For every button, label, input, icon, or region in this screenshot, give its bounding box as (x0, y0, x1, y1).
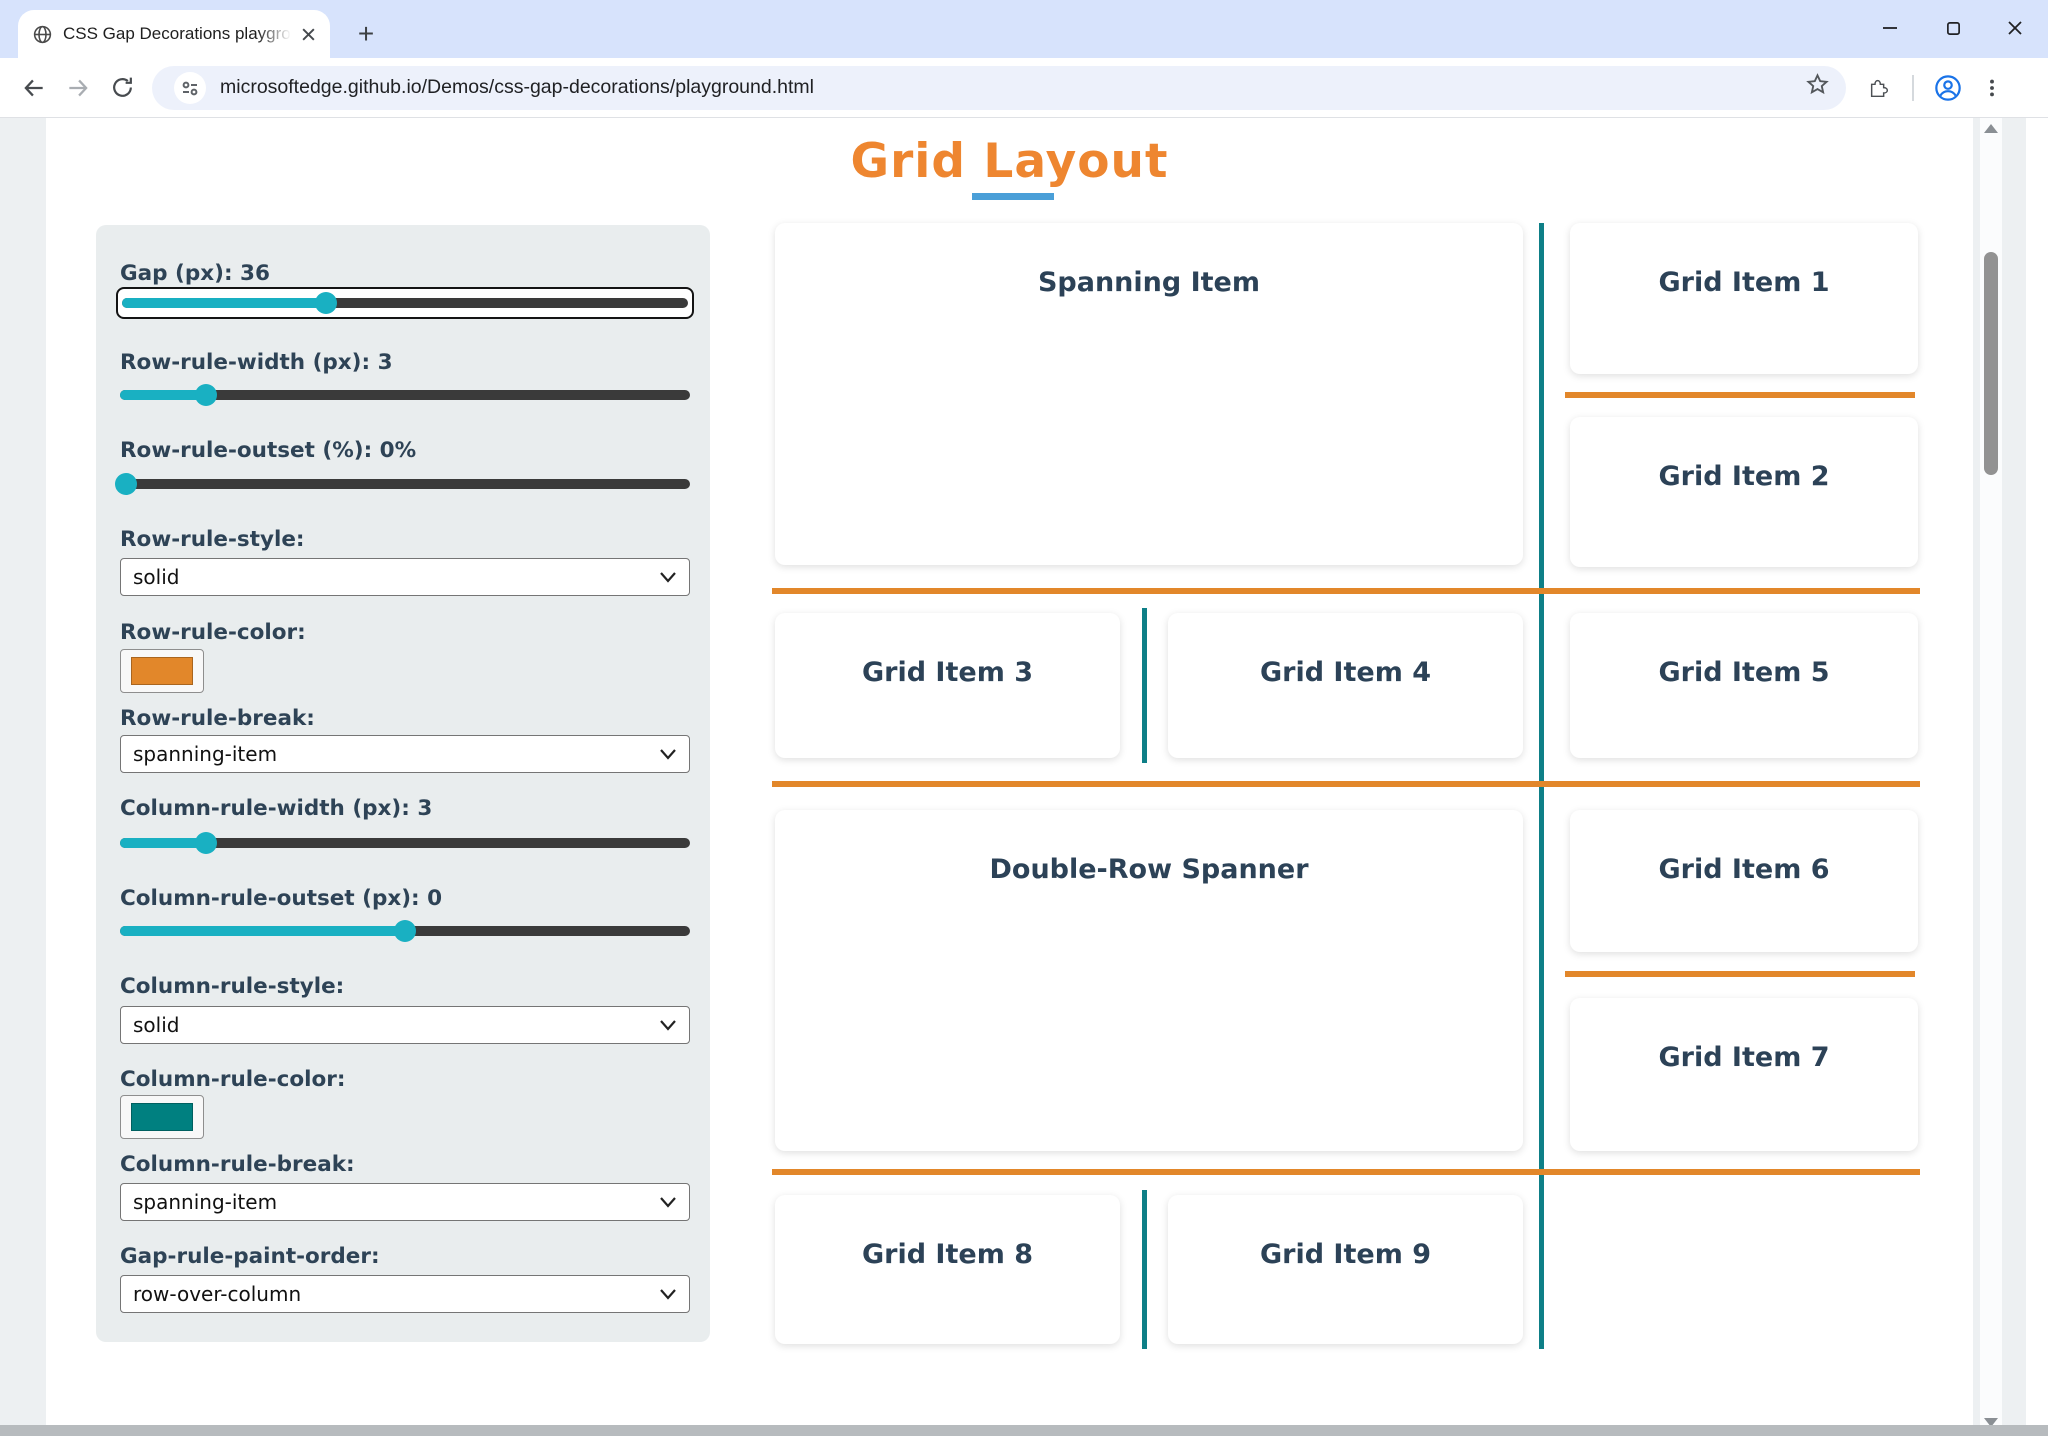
column-rule-break-select-label: Column-rule-break: (120, 1152, 355, 1177)
column-rule-outset-slider-thumb[interactable] (394, 920, 416, 942)
column-rule-color-picker[interactable] (120, 1095, 204, 1139)
grid-card-3: Grid Item 3 (775, 613, 1120, 758)
column-rule-style-select[interactable]: solid (120, 1006, 690, 1044)
forward-button[interactable] (56, 66, 100, 110)
bookmark-star-icon[interactable] (1805, 72, 1830, 97)
column-rule-style-select-value: solid (133, 1013, 180, 1037)
toolbar-divider (1912, 74, 1914, 101)
grid-card-7: Grid Item 7 (1570, 998, 1918, 1151)
window-close-button[interactable] (1993, 8, 2037, 48)
row-rule-col3-b (1565, 971, 1915, 977)
url-text: microsoftedge.github.io/Demos/css-gap-de… (220, 76, 814, 98)
window-bottom-edge (0, 1425, 2048, 1436)
column-rule-outset-slider-label: Column-rule-outset (px): 0 (120, 886, 443, 911)
address-bar[interactable]: microsoftedge.github.io/Demos/css-gap-de… (152, 65, 1846, 110)
column-rule-width-slider-label: Column-rule-width (px): 3 (120, 796, 433, 821)
tab-title: CSS Gap Decorations playground (63, 24, 291, 43)
browser-menu-icon[interactable] (1970, 66, 2014, 110)
column-rule-break-select-value: spanning-item (133, 1190, 278, 1214)
profile-avatar[interactable] (1926, 66, 1970, 110)
column-rule-width-slider[interactable] (120, 832, 690, 854)
row-rule-color-picker-label: Row-rule-color: (120, 620, 306, 645)
gap-rule-paint-order-select-value: row-over-column (133, 1282, 302, 1306)
gap-slider-focus-ring (116, 287, 694, 319)
grid-card-8: Grid Item 8 (775, 1195, 1120, 1344)
grid-card-double-row-spanner: Double-Row Spanner (775, 810, 1523, 1151)
gap-rule-paint-order-select[interactable]: row-over-column (120, 1275, 690, 1313)
window-maximize-button[interactable] (1931, 8, 1975, 48)
grid-card-4: Grid Item 4 (1168, 613, 1523, 758)
grid-card-5: Grid Item 5 (1570, 613, 1918, 758)
row-rule-outset-slider[interactable] (114, 473, 690, 495)
scrollbar-thumb[interactable] (1984, 252, 1998, 475)
grid-card-9: Grid Item 9 (1168, 1195, 1523, 1344)
gap-slider-thumb[interactable] (314, 292, 337, 314)
row-rule-style-select-value: solid (133, 565, 180, 589)
column-rule-style-select-label: Column-rule-style: (120, 974, 345, 999)
row-rule-break-select-label: Row-rule-break: (120, 706, 315, 731)
browser-tab[interactable]: CSS Gap Decorations playground (18, 10, 330, 58)
row-rule-full-1 (772, 588, 1920, 594)
scrollbar-up-arrow-icon[interactable] (1984, 124, 1998, 133)
column-rule-outset-slider[interactable] (120, 920, 690, 942)
grid-card-6: Grid Item 6 (1570, 810, 1918, 952)
column-rule-row6 (1142, 1190, 1147, 1349)
row-rule-style-select[interactable]: solid (120, 558, 690, 596)
window-minimize-button[interactable] (1868, 8, 1912, 48)
row-rule-full-2 (772, 781, 1920, 787)
grid-card-2: Grid Item 2 (1570, 417, 1918, 567)
title-underline (972, 193, 1054, 200)
grid-card-1: Grid Item 1 (1570, 223, 1918, 374)
page-left-margin (0, 118, 46, 1436)
page-content: Grid Layout Gap (px): 36 Row-rule-width (… (0, 118, 2048, 1436)
tab-strip: CSS Gap Decorations playground + (0, 0, 2048, 58)
row-rule-color-picker[interactable] (120, 649, 204, 693)
row-rule-col3-a (1565, 392, 1915, 398)
back-button[interactable] (12, 66, 56, 110)
extensions-icon[interactable] (1856, 66, 1900, 110)
row-rule-width-slider-label: Row-rule-width (px): 3 (120, 350, 393, 375)
column-rule-break-select[interactable]: spanning-item (120, 1183, 690, 1221)
reload-button[interactable] (100, 66, 144, 110)
row-rule-width-slider[interactable] (120, 384, 690, 406)
column-rule-color-picker-label: Column-rule-color: (120, 1067, 346, 1092)
row-rule-color-picker-color-swatch (131, 657, 193, 685)
globe-favicon-icon (32, 24, 53, 45)
controls-panel: Gap (px): 36 Row-rule-width (px): 3 Row-ru… (96, 225, 710, 1342)
vertical-scrollbar[interactable] (1980, 118, 2002, 1436)
row-rule-outset-slider-label: Row-rule-outset (%): 0% (120, 438, 417, 463)
grid-card-spanning-item: Spanning Item (775, 223, 1523, 565)
tab-close-icon[interactable] (301, 27, 316, 42)
page-title: Grid Layout (850, 134, 1169, 189)
row-rule-break-select-value: spanning-item (133, 742, 278, 766)
gap-slider-label: Gap (px): 36 (120, 261, 270, 286)
browser-toolbar: microsoftedge.github.io/Demos/css-gap-de… (0, 58, 2048, 118)
site-settings-icon[interactable] (174, 71, 206, 104)
row-rule-style-select-label: Row-rule-style: (120, 527, 305, 552)
gap-rule-paint-order-select-label: Gap-rule-paint-order: (120, 1244, 380, 1269)
scrollbar-down-arrow-icon[interactable] (1984, 1418, 1998, 1427)
row-rule-break-select[interactable]: spanning-item (120, 735, 690, 773)
new-tab-button[interactable]: + (357, 18, 375, 49)
row-rule-full-3 (772, 1169, 1920, 1175)
row-rule-width-slider-thumb[interactable] (194, 384, 217, 406)
row-rule-outset-slider-thumb[interactable] (114, 473, 137, 495)
column-rule-row3 (1142, 608, 1147, 763)
main-area: Grid Layout Gap (px): 36 Row-rule-width (… (46, 118, 1973, 1431)
gap-slider[interactable] (122, 292, 688, 314)
column-rule-width-slider-thumb[interactable] (194, 832, 217, 854)
column-rule-color-picker-color-swatch (131, 1103, 193, 1131)
